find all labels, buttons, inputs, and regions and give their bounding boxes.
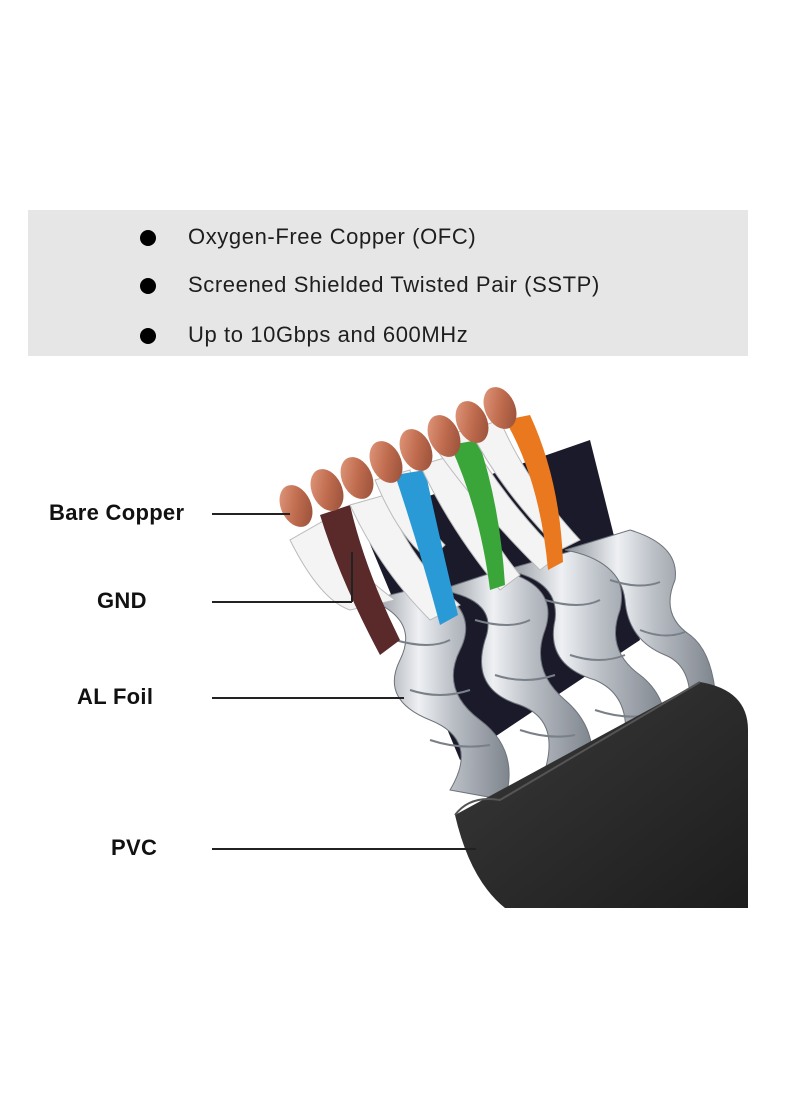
feature-item: Oxygen-Free Copper (OFC) [28, 218, 748, 258]
copper-tip [279, 485, 313, 527]
copper-tip [310, 469, 344, 511]
wire-blue [395, 470, 458, 625]
feature-text: Up to 10Gbps and 600MHz [188, 322, 469, 347]
label-gnd: GND [97, 588, 147, 613]
leader-line-bare-copper [212, 513, 290, 515]
leader-line-gnd-vertical [351, 552, 353, 602]
bullet-icon [140, 278, 156, 294]
leader-line-pvc [212, 848, 476, 850]
wire-orange [505, 415, 563, 570]
feature-text: Screened Shielded Twisted Pair (SSTP) [188, 272, 600, 297]
wires [289, 415, 581, 655]
feature-item: Up to 10Gbps and 600MHz [28, 316, 748, 356]
copper-tip [427, 415, 461, 457]
leader-line-gnd [212, 601, 352, 603]
bullet-icon [140, 328, 156, 344]
copper-tip [369, 441, 403, 483]
copper-tip [399, 429, 433, 471]
label-al-foil: AL Foil [77, 684, 154, 709]
features-panel: Oxygen-Free Copper (OFC) Screened Shield… [28, 210, 748, 356]
wire-brown [320, 505, 400, 655]
wire-green [450, 440, 505, 590]
leader-line-al-foil [212, 697, 404, 699]
feature-text: Oxygen-Free Copper (OFC) [188, 224, 477, 249]
bare-copper-tips [279, 387, 517, 527]
copper-tip [483, 387, 517, 429]
pvc-jacket [455, 682, 748, 908]
foil-shields [368, 529, 716, 801]
feature-item: Screened Shielded Twisted Pair (SSTP) [28, 266, 748, 306]
bullet-icon [140, 230, 156, 246]
copper-tip [455, 401, 489, 443]
label-pvc: PVC [111, 835, 158, 860]
copper-tip [340, 457, 374, 499]
label-bare-copper: Bare Copper [49, 500, 185, 525]
